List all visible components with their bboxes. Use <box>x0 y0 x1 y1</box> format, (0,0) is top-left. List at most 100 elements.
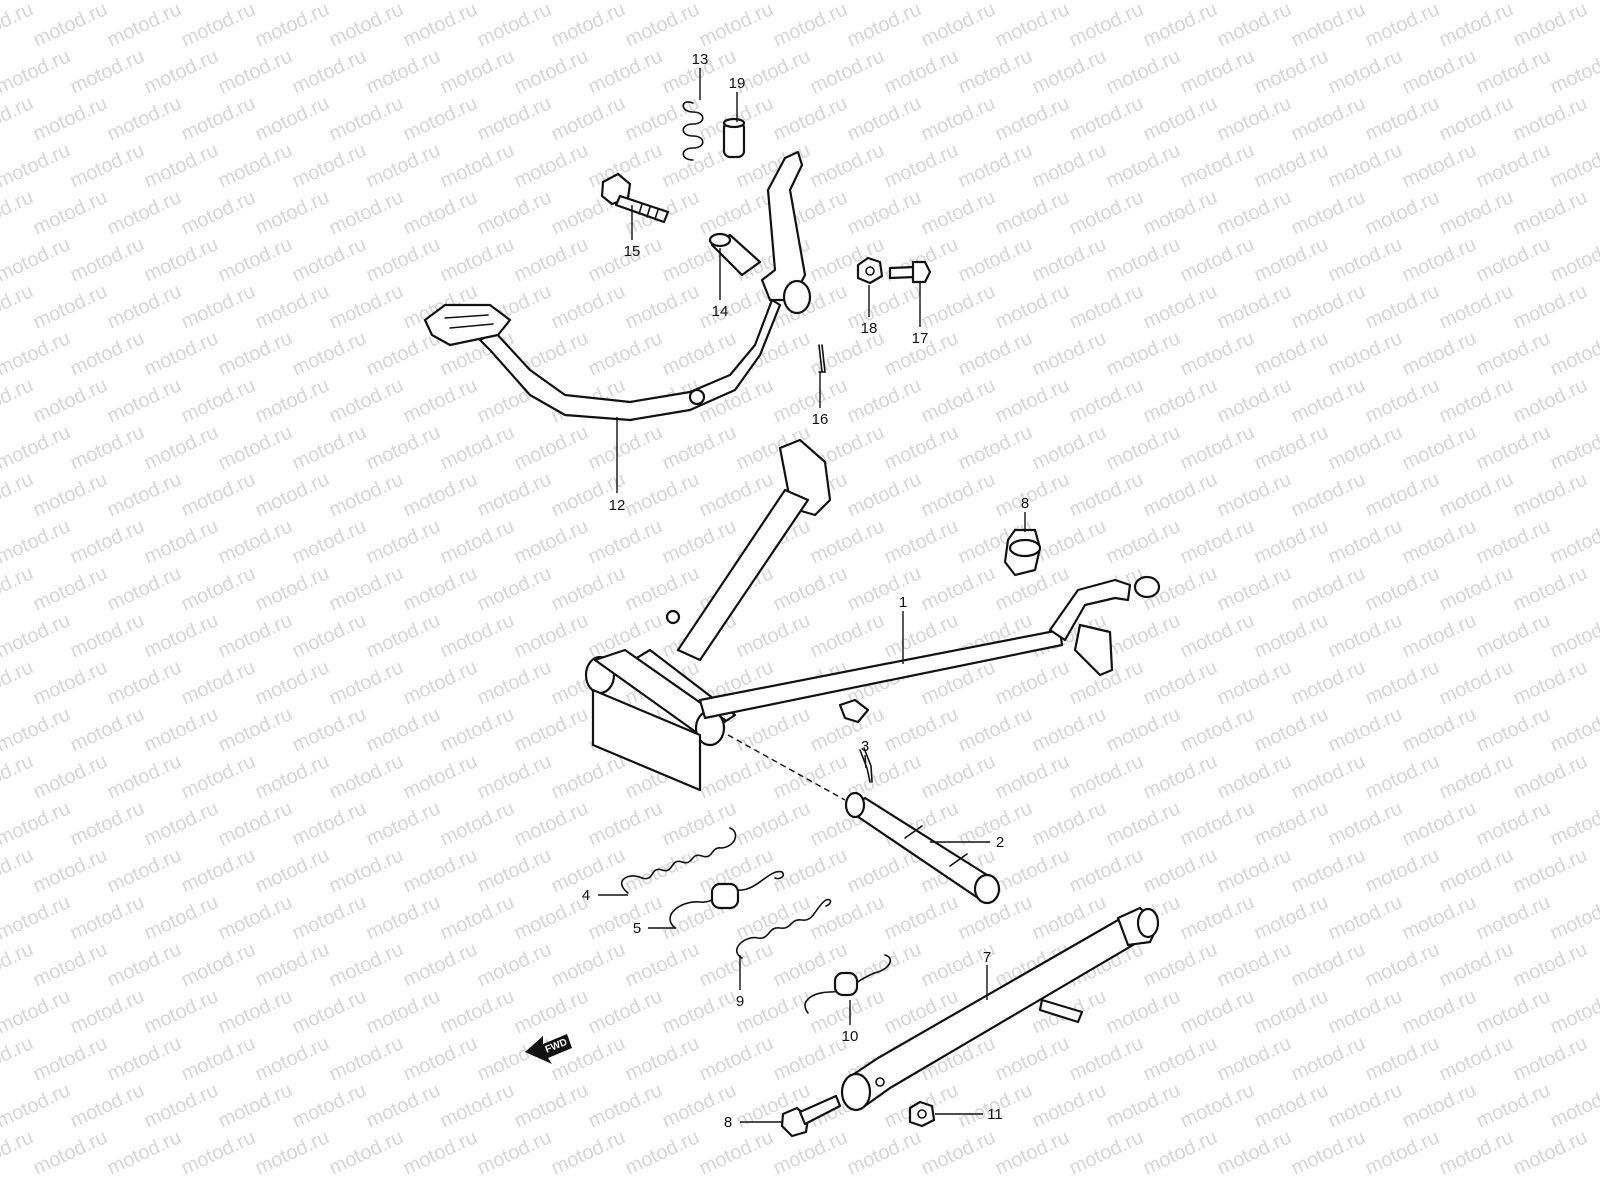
watermark-text: motod.ru <box>1399 515 1480 568</box>
watermark-text: motod.ru <box>844 280 925 333</box>
watermark-text: motod.ru <box>585 985 666 1038</box>
watermark-text: motod.ru <box>326 186 407 239</box>
callout-17: 17 <box>912 330 929 347</box>
watermark-text: motod.ru <box>659 327 740 380</box>
watermark-text: motod.ru <box>1103 327 1184 380</box>
watermark-text: motod.ru <box>400 750 481 803</box>
watermark-text: motod.ru <box>252 374 333 427</box>
callout-2: 2 <box>996 834 1004 851</box>
watermark-text: motod.ru <box>1325 327 1406 380</box>
watermark-text: motod.ru <box>1547 233 1600 286</box>
watermark-text: motod.ru <box>1399 233 1480 286</box>
watermark-text: motod.ru <box>1362 468 1443 521</box>
watermark-text: motod.ru <box>659 515 740 568</box>
watermark-text: motod.ru <box>1214 0 1295 52</box>
watermark-text: motod.ru <box>104 1126 185 1179</box>
watermark-text: motod.ru <box>1362 92 1443 145</box>
bolt-8-lower-part <box>780 1094 842 1138</box>
watermark-text: motod.ru <box>1029 421 1110 474</box>
watermark-text: motod.ru <box>1510 750 1591 803</box>
watermark-text: motod.ru <box>1325 891 1406 944</box>
watermark-text: motod.ru <box>400 374 481 427</box>
watermark-text: motod.ru <box>289 703 370 756</box>
nut-11-part <box>908 1100 936 1128</box>
watermark-text: motod.ru <box>992 750 1073 803</box>
watermark-text: motod.ru <box>881 703 962 756</box>
watermark-text: motod.ru <box>141 139 222 192</box>
watermark-text: motod.ru <box>400 844 481 897</box>
watermark-text: motod.ru <box>252 656 333 709</box>
watermark-text: motod.ru <box>955 703 1036 756</box>
watermark-text: motod.ru <box>104 468 185 521</box>
watermark-text: motod.ru <box>1103 703 1184 756</box>
watermark-text: motod.ru <box>215 327 296 380</box>
watermark-text: motod.ru <box>67 139 148 192</box>
callout-10: 10 <box>842 1028 859 1045</box>
watermark-text: motod.ru <box>548 280 629 333</box>
watermark-text: motod.ru <box>215 891 296 944</box>
watermark-text: motod.ru <box>1510 1126 1591 1179</box>
cotter-pin-3-part <box>859 747 873 783</box>
callout-18: 18 <box>861 320 878 337</box>
watermark-text: motod.ru <box>215 703 296 756</box>
watermark-text: motod.ru <box>437 139 518 192</box>
watermark-text: motod.ru <box>1473 515 1554 568</box>
watermark-text: motod.ru <box>1399 985 1480 1038</box>
watermark-text: motod.ru <box>1177 515 1258 568</box>
watermark-text: motod.ru <box>1140 844 1221 897</box>
watermark-text: motod.ru <box>992 280 1073 333</box>
watermark-text: motod.ru <box>0 938 37 991</box>
watermark-text: motod.ru <box>1029 797 1110 850</box>
watermark-text: motod.ru <box>1177 609 1258 662</box>
watermark-text: motod.ru <box>104 374 185 427</box>
watermark-text: motod.ru <box>363 985 444 1038</box>
watermark-text: motod.ru <box>289 139 370 192</box>
watermark-text: motod.ru <box>30 844 111 897</box>
watermark-text: motod.ru <box>696 0 777 52</box>
watermark-text: motod.ru <box>0 280 37 333</box>
watermark-text: motod.ru <box>1510 656 1591 709</box>
watermark-text: motod.ru <box>511 421 592 474</box>
watermark-text: motod.ru <box>141 797 222 850</box>
watermark-text: motod.ru <box>1177 233 1258 286</box>
watermark-text: motod.ru <box>326 1126 407 1179</box>
watermark-text: motod.ru <box>0 1079 74 1132</box>
nut-18-part <box>856 256 884 285</box>
watermark-text: motod.ru <box>141 703 222 756</box>
watermark-text: motod.ru <box>215 139 296 192</box>
watermark-text: motod.ru <box>807 139 888 192</box>
watermark-text: motod.ru <box>1251 609 1332 662</box>
watermark-text: motod.ru <box>1362 938 1443 991</box>
watermark-text: motod.ru <box>1510 844 1591 897</box>
callout-15: 15 <box>624 243 641 260</box>
watermark-text: motod.ru <box>474 468 555 521</box>
watermark-text: motod.ru <box>67 515 148 568</box>
watermark-text: motod.ru <box>437 797 518 850</box>
watermark-text: motod.ru <box>1362 280 1443 333</box>
watermark-text: motod.ru <box>1399 797 1480 850</box>
watermark-text: motod.ru <box>326 562 407 615</box>
bolt-15-part <box>600 172 670 224</box>
watermark-text: motod.ru <box>0 186 37 239</box>
watermark-text: motod.ru <box>474 938 555 991</box>
watermark-text: motod.ru <box>992 844 1073 897</box>
watermark-text: motod.ru <box>881 45 962 98</box>
watermark-text: motod.ru <box>918 562 999 615</box>
watermark-text: motod.ru <box>1066 750 1147 803</box>
watermark-text: motod.ru <box>178 938 259 991</box>
watermark-text: motod.ru <box>1029 233 1110 286</box>
watermark-text: motod.ru <box>1177 139 1258 192</box>
watermark-text: motod.ru <box>1436 186 1517 239</box>
watermark-text: motod.ru <box>696 468 777 521</box>
watermark-text: motod.ru <box>252 468 333 521</box>
watermark-text: motod.ru <box>67 609 148 662</box>
watermark-text: motod.ru <box>252 1126 333 1179</box>
watermark-text: motod.ru <box>0 609 74 662</box>
watermark-text: motod.ru <box>1140 468 1221 521</box>
watermark-text: motod.ru <box>0 233 74 286</box>
watermark-text: motod.ru <box>622 938 703 991</box>
watermark-text: motod.ru <box>1325 609 1406 662</box>
watermark-text: motod.ru <box>1066 374 1147 427</box>
